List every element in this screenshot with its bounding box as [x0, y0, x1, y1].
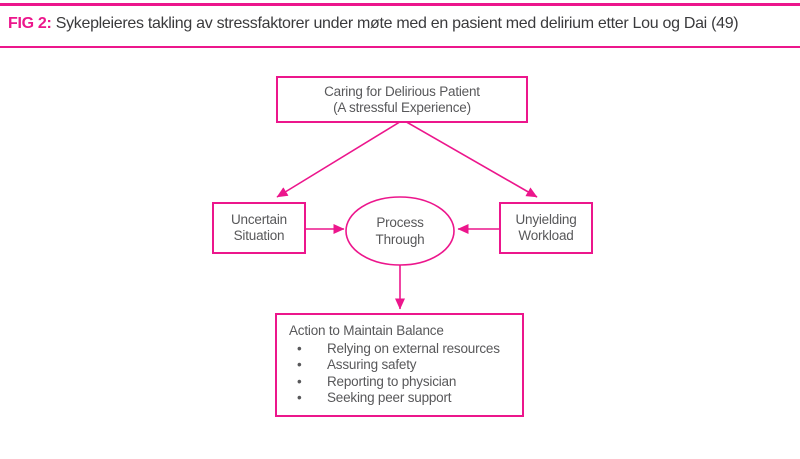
node-left-line2: Situation: [233, 228, 285, 243]
figure-caption: FIG 2: Sykepleieres takling av stressfak…: [8, 13, 800, 35]
node-right-line2: Workload: [518, 228, 574, 243]
node-ellipse-line1: Process: [376, 215, 424, 230]
arrow-top-to-right: [402, 119, 538, 198]
bottom-box-list: Relying on external resources Assuring s…: [289, 341, 514, 407]
process-ellipse: [345, 196, 455, 266]
node-action-to-maintain-balance: Action to Maintain Balance Relying on ex…: [275, 313, 524, 417]
node-right-line1: Unyielding: [515, 212, 577, 227]
list-item: Relying on external resources: [289, 341, 514, 358]
bottom-box-title: Action to Maintain Balance: [289, 323, 444, 339]
figure-number-label: FIG 2:: [8, 15, 52, 32]
node-uncertain-situation: Uncertain Situation: [212, 202, 306, 254]
list-item: Seeking peer support: [289, 390, 514, 407]
node-caring-for-delirious-patient: Caring for Delirious Patient (A stressfu…: [276, 76, 528, 123]
node-left-line1: Uncertain: [231, 212, 287, 227]
node-top-line1: Caring for Delirious Patient: [324, 83, 480, 99]
node-unyielding-workload: Unyielding Workload: [499, 202, 593, 254]
list-item: Assuring safety: [289, 357, 514, 374]
list-item: Reporting to physician: [289, 374, 514, 391]
figure-caption-text: Sykepleieres takling av stressfaktorer u…: [55, 15, 739, 32]
header-top-rule: [0, 3, 800, 6]
header-bottom-rule: [0, 46, 800, 48]
node-process-through: Process Through: [346, 197, 454, 265]
node-ellipse-line2: Through: [375, 232, 425, 247]
arrow-top-to-left: [276, 119, 404, 198]
node-top-line2: (A stressful Experience): [333, 99, 471, 115]
